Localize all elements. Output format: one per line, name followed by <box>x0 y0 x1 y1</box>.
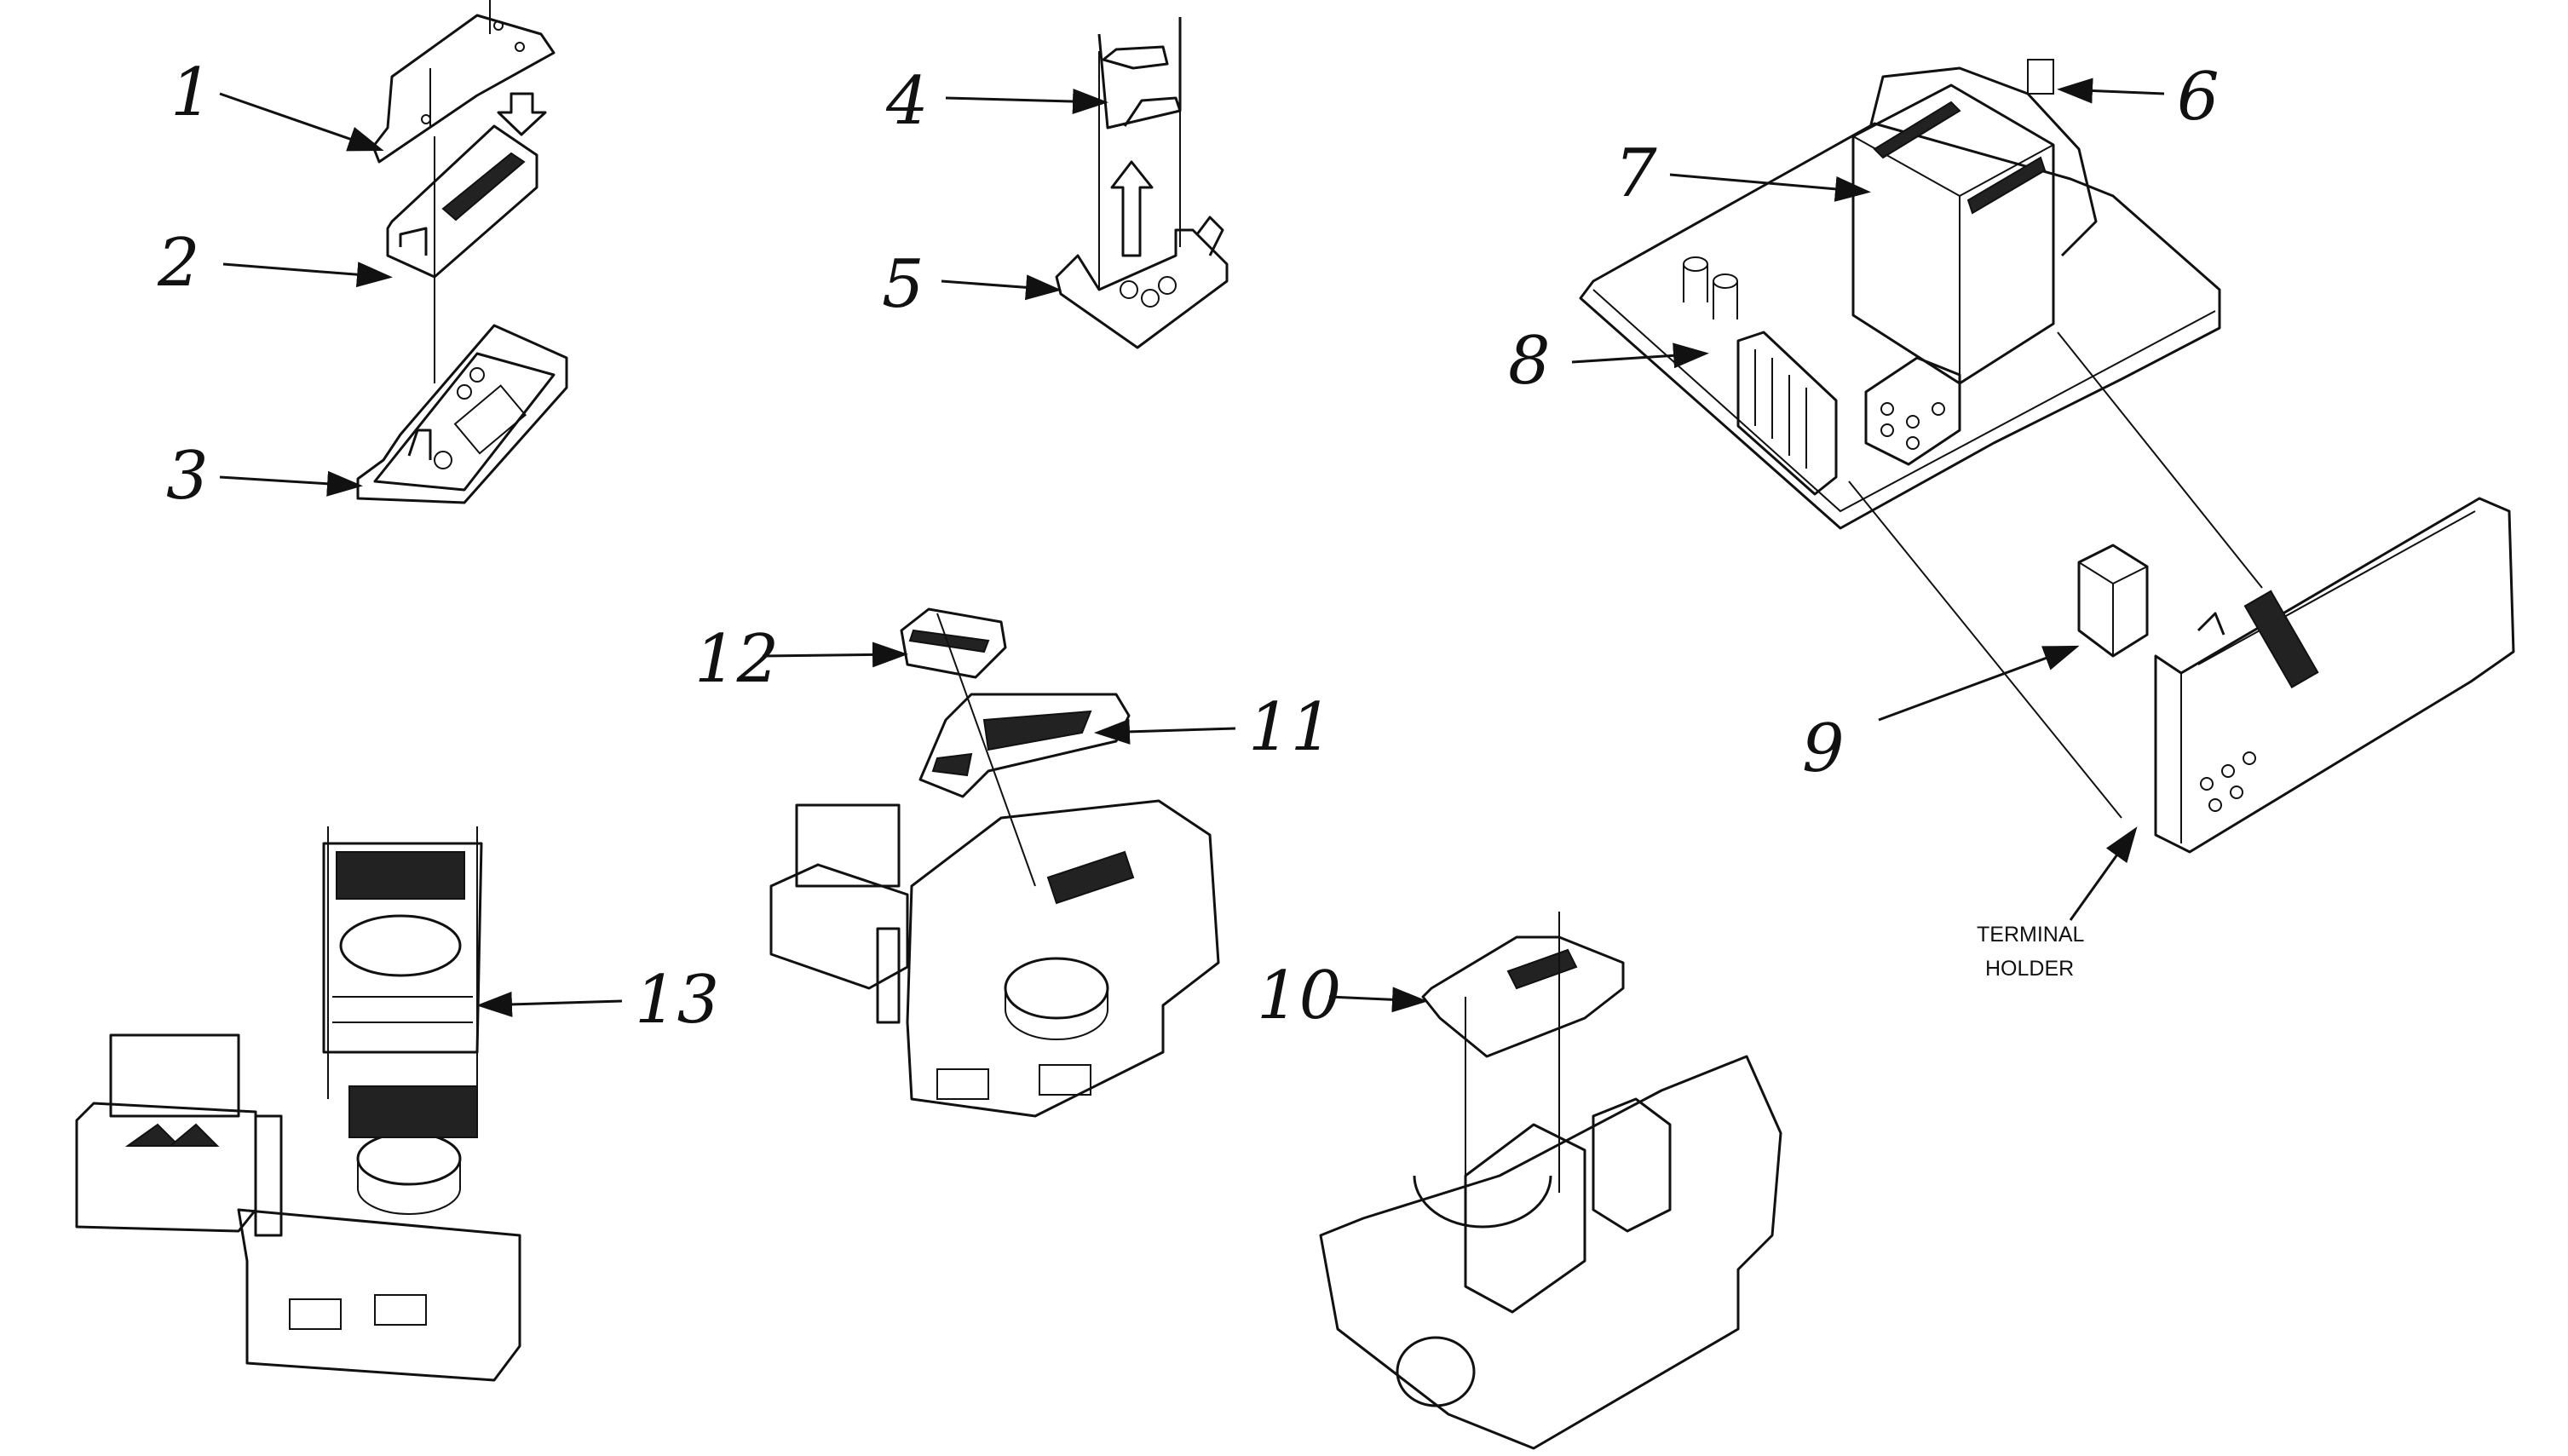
part-1-bracket <box>371 14 556 164</box>
callout-11: 11 <box>1248 689 1333 766</box>
part-2-board <box>386 124 538 279</box>
assembly-c <box>1579 59 2263 819</box>
part-6-frame <box>1868 66 2098 257</box>
chassis-middle <box>906 799 1220 1118</box>
assembly-a <box>356 0 568 504</box>
terminal-holder-label-line2: HOLDER <box>1985 957 2074 981</box>
callout-1: 1 <box>170 55 213 131</box>
callout-12: 12 <box>694 621 779 698</box>
part-5-base <box>1055 228 1229 349</box>
up-arrow-icon <box>1110 160 1154 257</box>
assembly-g <box>1319 912 1782 1450</box>
part-13-frame <box>322 842 483 1054</box>
down-arrow-icon <box>497 92 547 136</box>
callout-labels: 1 2 3 4 5 6 7 8 9 10 11 12 13 TERMINAL H… <box>157 55 2220 1039</box>
callout-10: 10 <box>1257 958 1341 1034</box>
callout-8: 8 <box>1508 323 1551 400</box>
terminal-holder-label-line1: TERMINAL <box>1977 923 2085 947</box>
part-7-shield-box <box>1851 83 2055 385</box>
part-8-main-board <box>1579 122 2221 530</box>
callout-13: 13 <box>635 962 719 1039</box>
assembly-b <box>1055 17 1229 349</box>
chassis-right <box>1319 1055 1782 1450</box>
callout-5: 5 <box>882 246 924 323</box>
callout-leaders <box>219 78 2165 1017</box>
callout-6: 6 <box>2177 59 2220 135</box>
part-3-tray <box>356 324 568 504</box>
callout-9: 9 <box>1802 711 1845 787</box>
callout-4: 4 <box>885 63 929 140</box>
part-9-terminal-panel <box>2154 497 2515 854</box>
callout-2: 2 <box>157 225 200 302</box>
callout-7: 7 <box>1615 135 1657 212</box>
assembly-f <box>75 826 521 1382</box>
part-11-shield <box>918 693 1131 798</box>
callout-3: 3 <box>166 438 209 515</box>
part-4-cover <box>1097 17 1182 129</box>
assembly-d <box>2077 497 2515 854</box>
chassis-left <box>237 1208 521 1382</box>
assembly-e <box>769 607 1220 1118</box>
part-10-board <box>1421 935 1625 1058</box>
